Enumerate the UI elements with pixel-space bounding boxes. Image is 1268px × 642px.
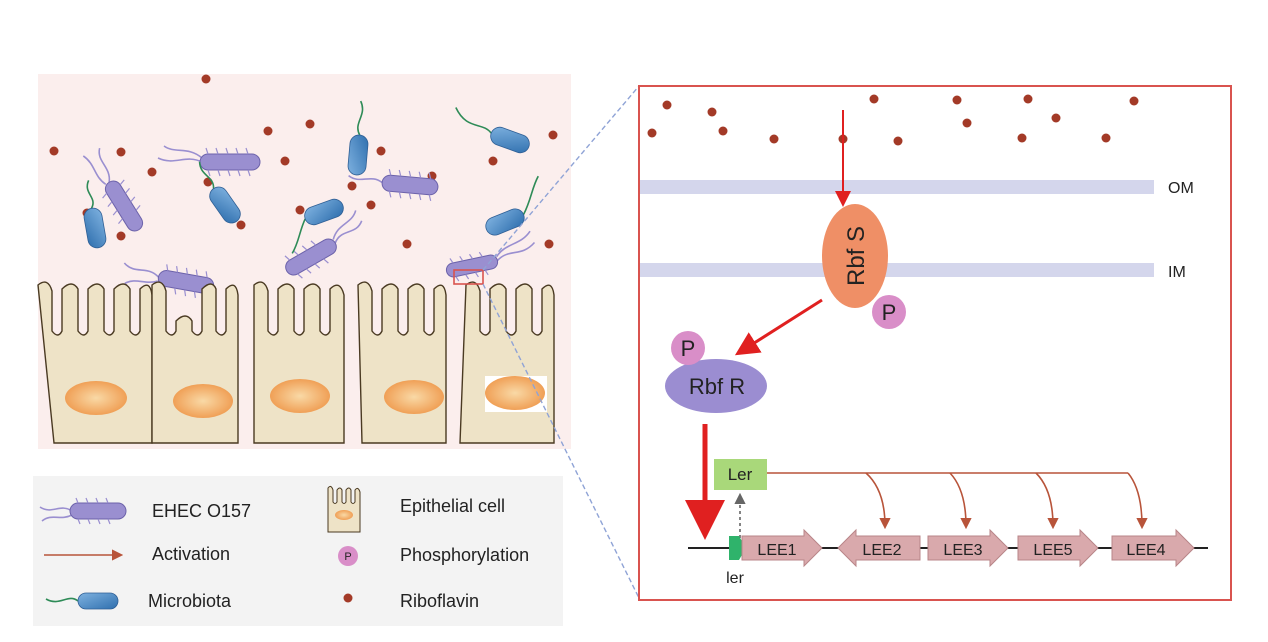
- rbfr-protein: [665, 359, 767, 413]
- lee1-label: LEE1: [757, 542, 796, 559]
- ler-protein-box: [714, 459, 767, 490]
- microbiota-cells: [83, 100, 539, 254]
- nucleus: [485, 376, 545, 410]
- ler-protein-label: Ler: [728, 465, 753, 484]
- nucleus: [173, 384, 233, 418]
- lee5-label: LEE5: [1033, 542, 1072, 559]
- legend-riboflavin-icon: [343, 593, 353, 603]
- microbiota-cell: [83, 180, 107, 249]
- legend-phospho-symbol: P: [344, 551, 351, 563]
- ler-gene-label: ler: [726, 570, 744, 587]
- legend: EHEC O157 Activation Microbiota Epitheli…: [33, 476, 563, 626]
- lee4-gene: [1111, 528, 1195, 568]
- legend-phospho-label: Phosphorylation: [400, 545, 529, 565]
- legend-microbiota-icon: [45, 592, 119, 610]
- rbfr-phosphate: [671, 331, 705, 365]
- nucleus: [65, 381, 127, 415]
- microbiota-cell: [455, 107, 530, 154]
- legend-epithelial-label: Epithelial cell: [400, 496, 505, 516]
- inner-membrane: [640, 263, 1154, 277]
- nucleus: [384, 380, 444, 414]
- om-label: OM: [1168, 180, 1194, 197]
- lee5-gene: [1017, 528, 1099, 568]
- microbiota-cell: [291, 198, 344, 254]
- legend-activation-label: Activation: [152, 544, 230, 564]
- zoom-line-top: [482, 85, 640, 271]
- gut-lumen-panel: [37, 74, 571, 449]
- rbfs-phosphate-label: P: [882, 300, 897, 325]
- rbfr-phosphate-label: P: [681, 336, 696, 361]
- lee3-gene: [927, 528, 1009, 568]
- microbiota-cell: [347, 100, 369, 176]
- ehec-bacterium: [348, 168, 439, 202]
- outer-membrane: [640, 180, 1154, 194]
- lee2-gene: [837, 528, 921, 568]
- ehec-bacterium: [284, 210, 363, 279]
- ehec-bacterium: [157, 145, 261, 177]
- ehec-bacteria: [82, 145, 536, 298]
- lee2-label: LEE2: [862, 542, 901, 559]
- nucleus: [270, 379, 330, 413]
- zoom-line-bottom: [482, 283, 640, 599]
- legend-ehec-icon: [39, 497, 127, 525]
- ehec-bacterium: [82, 147, 144, 232]
- ehec-bacterium: [445, 230, 536, 282]
- microbiota-cell: [198, 161, 241, 224]
- lee4-label: LEE4: [1126, 542, 1165, 559]
- legend-ehec-label: EHEC O157: [152, 501, 251, 521]
- legend-riboflavin-label: Riboflavin: [400, 591, 479, 611]
- rbfr-label: Rbf R: [689, 374, 745, 399]
- zoom-selection-box: [453, 269, 484, 285]
- im-label: IM: [1168, 264, 1186, 281]
- riboflavin-dots-right: [647, 94, 1139, 146]
- rbfs-label: Rbf S: [843, 226, 870, 286]
- legend-phospho-icon: P: [338, 546, 358, 566]
- legend-epithelial-icon: [327, 485, 361, 533]
- rbfs-phosphate: [872, 295, 906, 329]
- rbfs-protein: [822, 204, 888, 308]
- ler-regulation-arrows: [767, 472, 1148, 530]
- epithelium: [37, 281, 555, 444]
- lee1-gene: [741, 528, 823, 568]
- lee3-label: LEE3: [943, 542, 982, 559]
- rbfs-to-rbfr-arrow: [734, 298, 823, 356]
- mechanism-panel: OM IM Rbf S P Rbf R P Ler: [638, 85, 1232, 601]
- legend-microbiota-label: Microbiota: [148, 591, 232, 611]
- microbiota-cell: [485, 175, 539, 236]
